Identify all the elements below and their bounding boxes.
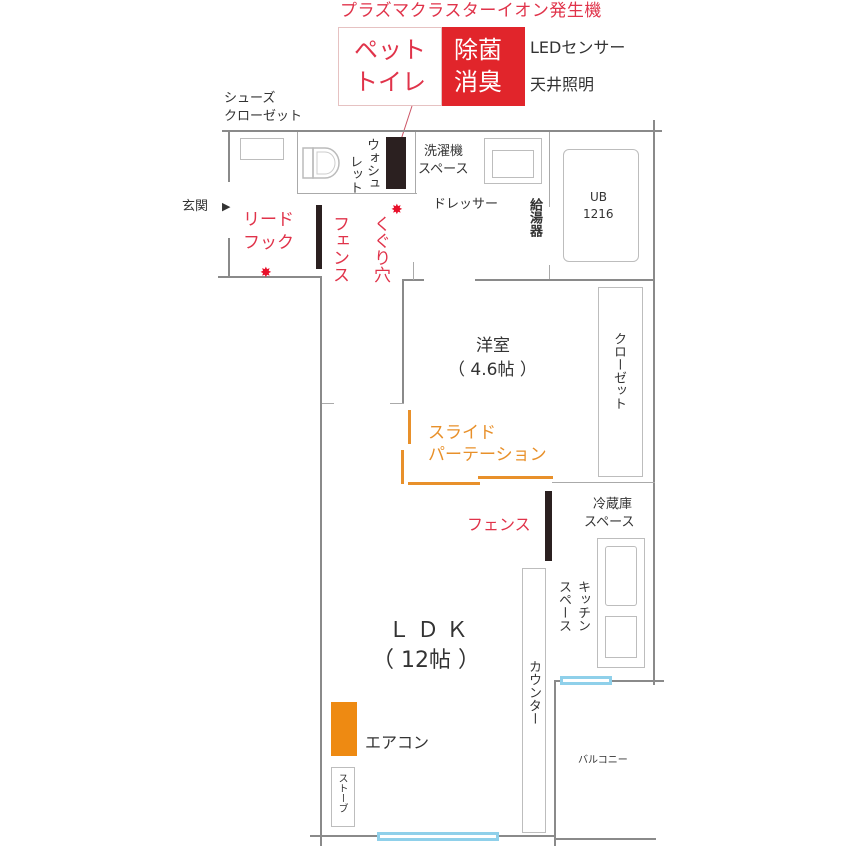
kitchen-space-label-2: スペース bbox=[556, 580, 571, 632]
washing-machine-label-2: スペース bbox=[418, 162, 469, 177]
pet-toilet-line1: ペット bbox=[354, 36, 426, 64]
fridge-space-label-1: 冷蔵庫 bbox=[593, 497, 633, 512]
entrance-label: 玄関 bbox=[182, 199, 209, 214]
balcony-label: バルコニー bbox=[578, 755, 628, 766]
wall-top bbox=[222, 130, 662, 132]
ceiling-light-label: 天井照明 bbox=[530, 75, 595, 94]
pet-toilet-box bbox=[338, 27, 442, 106]
wall-washroom-right-lower bbox=[549, 265, 550, 280]
bedroom-closet bbox=[598, 287, 643, 477]
stove-label: ストーブ bbox=[336, 773, 347, 813]
ldk-label: Ｌ Ｄ Ｋ bbox=[388, 618, 468, 643]
washlet-label-1: ウォシュ bbox=[364, 138, 379, 190]
slide-partition-h2 bbox=[478, 476, 553, 479]
washlet-label-2: レット bbox=[347, 155, 362, 194]
slide-partition-label-2: パーテーション bbox=[428, 445, 547, 465]
wall-entrance-left-upper bbox=[228, 132, 230, 182]
entrance-arrow-icon: ▶ bbox=[222, 200, 231, 213]
wall-balcony-bottom bbox=[556, 838, 656, 840]
aircon-unit bbox=[331, 702, 357, 756]
wall-bedroom-left bbox=[402, 279, 404, 404]
wall-bedroom-top-left bbox=[402, 279, 424, 281]
unit-bath bbox=[563, 149, 639, 262]
window-kitchen bbox=[560, 676, 612, 685]
sterilize-box bbox=[442, 27, 525, 106]
plasmacluster-device bbox=[386, 137, 406, 189]
led-sensor-label: LEDセンサー bbox=[530, 38, 626, 57]
counter bbox=[522, 568, 546, 833]
door-tick-left bbox=[322, 403, 334, 404]
wall-entrance-left-lower bbox=[228, 238, 230, 278]
lead-hook-label-2: フック bbox=[243, 233, 294, 253]
shoe-closet-box bbox=[240, 138, 284, 160]
water-heater-label: 給湯器 bbox=[527, 198, 542, 237]
washing-machine-label-1: 洗濯機 bbox=[424, 144, 464, 159]
aircon-label: エアコン bbox=[365, 733, 430, 752]
fridge-space-label-2: スペース bbox=[584, 515, 635, 530]
ldk-size: （ 12帖 ） bbox=[372, 648, 480, 673]
fence-entrance-label: フェンス bbox=[329, 215, 349, 283]
cat-door-label: くぐり穴 bbox=[370, 215, 390, 283]
kitchen-sink bbox=[605, 546, 637, 606]
wall-ldk-left bbox=[320, 276, 322, 846]
western-room-size: （ 4.6帖 ） bbox=[448, 360, 537, 380]
wall-right bbox=[653, 120, 655, 685]
toilet-icon bbox=[302, 147, 340, 179]
kitchen-stove bbox=[605, 616, 637, 658]
western-room-label: 洋室 bbox=[476, 336, 510, 356]
kitchen-space-label-1: キッチン bbox=[575, 580, 590, 632]
wall-washroom-right bbox=[549, 132, 550, 207]
dresser-label: ドレッサー bbox=[433, 197, 499, 212]
door-tick-right bbox=[390, 403, 404, 404]
wall-toilet-bottom bbox=[297, 193, 417, 194]
bedroom-closet-label: クローゼット bbox=[611, 332, 626, 410]
wall-balcony-left bbox=[554, 680, 556, 846]
counter-label: カウンター bbox=[526, 660, 541, 725]
stove-box bbox=[331, 767, 355, 827]
wall-bedroom-bottom bbox=[552, 482, 655, 483]
fence-entrance bbox=[316, 205, 322, 269]
plasmacluster-title: プラズマクラスターイオン発生機 bbox=[340, 1, 602, 21]
sterilize-line2: 消臭 bbox=[454, 68, 502, 96]
lead-hook-burst-icon: ✸ bbox=[260, 265, 272, 281]
slide-partition-label-1: スライド bbox=[428, 423, 496, 443]
fence-kitchen bbox=[545, 491, 552, 561]
shoe-closet-label-1: シューズ bbox=[224, 91, 276, 106]
wall-toilet-left bbox=[297, 132, 298, 194]
lead-hook-label-1: リード bbox=[243, 210, 294, 230]
cat-door-burst-icon: ✸ bbox=[391, 202, 403, 218]
wall-entrance-bottom bbox=[218, 276, 322, 278]
sterilize-line1: 除菌 bbox=[454, 36, 502, 64]
slide-partition-h1 bbox=[408, 482, 480, 485]
washing-machine-inner bbox=[492, 150, 534, 178]
fence-kitchen-label: フェンス bbox=[467, 515, 531, 534]
wall-toilet-right bbox=[415, 132, 416, 194]
wall-washroom-stub bbox=[413, 262, 414, 280]
wall-bedroom-top-right bbox=[475, 279, 655, 281]
window-bottom bbox=[377, 832, 499, 841]
slide-partition-v2 bbox=[401, 450, 404, 484]
unit-bath-label-2: 1216 bbox=[583, 207, 614, 221]
slide-partition-v1 bbox=[408, 410, 411, 444]
pet-toilet-line2: トイレ bbox=[354, 68, 426, 96]
unit-bath-label-1: UB bbox=[590, 190, 608, 204]
shoe-closet-label-2: クローゼット bbox=[224, 109, 303, 124]
